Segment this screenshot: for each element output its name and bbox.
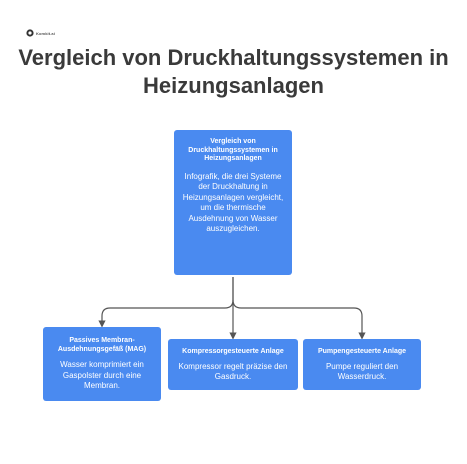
node-compressor-system: Kompressorgesteuerte Anlage Kompressor r… bbox=[168, 339, 298, 390]
node-title: Passives Membran-Ausdehnungsgefäß (MAG) bbox=[57, 337, 147, 354]
node-membrane-expansion-vessel: Passives Membran-Ausdehnungsgefäß (MAG) … bbox=[43, 327, 161, 401]
logo-text: Komkit.ai bbox=[36, 30, 55, 36]
node-description: Kompressor regelt präzise den Gasdruck. bbox=[178, 361, 288, 382]
connector-to-pump bbox=[232, 299, 366, 340]
node-title: Pumpengesteuerte Anlage bbox=[317, 347, 407, 355]
brand-logo: Komkit.ai bbox=[26, 28, 55, 38]
root-node: Vergleich von Druckhaltungssystemen in H… bbox=[174, 130, 292, 275]
root-node-description: Infografik, die drei Systeme der Druckha… bbox=[182, 171, 284, 234]
node-title: Kompressorgesteuerte Anlage bbox=[182, 347, 284, 355]
napkin-logo-icon bbox=[26, 29, 34, 37]
connector-to-mag bbox=[98, 277, 234, 328]
node-description: Pumpe reguliert den Wasserdruck. bbox=[325, 361, 399, 382]
page-title: Vergleich von Druckhaltungssystemen in H… bbox=[18, 45, 449, 98]
node-description: Wasser komprimiert ein Gaspolster durch … bbox=[60, 360, 144, 391]
root-node-title: Vergleich von Druckhaltungssystemen in H… bbox=[188, 138, 278, 162]
node-pump-system: Pumpengesteuerte Anlage Pumpe reguliert … bbox=[303, 339, 421, 390]
